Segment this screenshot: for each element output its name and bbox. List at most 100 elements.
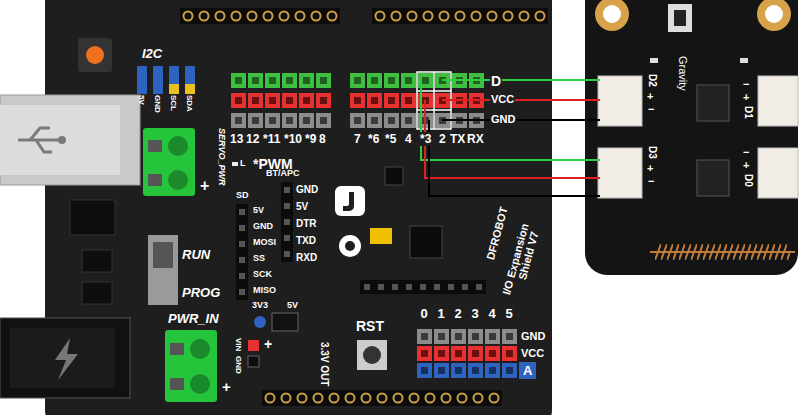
pin-number: 5 <box>505 306 512 322</box>
label-slot: 7 <box>354 132 361 146</box>
polarity-mark: + <box>647 162 653 175</box>
label-slot: 3V3 <box>252 300 268 311</box>
label-slot: *5 <box>385 132 396 146</box>
i2c-pin <box>137 66 147 94</box>
pin-number: 7 <box>354 132 361 146</box>
analog-pins <box>416 362 518 379</box>
label-slot: VCC <box>521 347 544 360</box>
port-label: D3 <box>646 146 658 159</box>
label-slot: SCL <box>168 95 178 111</box>
label-slot: VIN <box>233 338 243 351</box>
label-slot: SERVO_PWR <box>216 128 227 186</box>
logo-mark <box>343 192 354 211</box>
terminal-slot <box>148 174 162 186</box>
label-slot: SD <box>236 190 249 201</box>
label-slot: D1 <box>742 106 754 119</box>
polarity-mark: − <box>743 146 749 159</box>
button-cap <box>86 46 104 64</box>
label-slot: + <box>200 176 209 195</box>
pin-number: 8 <box>319 132 326 146</box>
button <box>78 38 112 72</box>
gear-icon <box>339 235 361 257</box>
jumper-label: 3V3 <box>252 300 268 311</box>
led <box>232 162 238 166</box>
pin-number: 3 <box>471 306 478 322</box>
gravity-connector <box>598 148 642 198</box>
label-slot: PWR_IN <box>168 311 219 327</box>
regulator <box>410 226 442 258</box>
pin-label: GND <box>152 95 162 113</box>
label-slot: RUN <box>182 247 210 263</box>
button-label: RST <box>356 318 384 335</box>
label-slot: SS <box>253 253 265 264</box>
reset-button <box>357 340 387 370</box>
row-label: VCC <box>490 93 515 106</box>
led-label: L <box>240 158 246 169</box>
power-wire <box>425 100 600 178</box>
label-slot: *9 <box>305 132 316 146</box>
led <box>740 58 748 63</box>
reset-cap <box>363 346 381 364</box>
chip <box>385 167 403 185</box>
jumper-pin <box>254 316 266 328</box>
label-slot: PROG <box>182 285 220 301</box>
terminal-slot <box>170 343 184 355</box>
pin-label: GND <box>253 221 273 232</box>
terminal-label: PWR_IN <box>168 311 219 327</box>
analog-tag <box>519 362 536 379</box>
pin-label: 5V <box>296 201 308 213</box>
pin-number: 4 <box>488 306 495 322</box>
label-slot: 4 <box>488 306 495 322</box>
module-button <box>668 4 692 32</box>
gnd-pin <box>248 356 259 367</box>
terminal-label: SERVO_PWR <box>216 128 227 186</box>
jumper <box>272 313 298 331</box>
pin-number: 12 <box>246 132 259 146</box>
label-slot: GND <box>233 356 243 374</box>
led <box>650 58 658 63</box>
pin-highlight <box>417 90 451 92</box>
gravity-connector <box>598 76 642 126</box>
row-label: GND <box>521 330 545 343</box>
label-slot: 2 <box>454 306 461 322</box>
label-slot: A <box>523 363 532 379</box>
module-button <box>674 10 686 26</box>
polarity-mark: − <box>648 175 654 188</box>
label-slot: I2C <box>142 46 162 62</box>
label-slot: − <box>648 175 654 188</box>
label-slot: MOSI <box>253 237 276 248</box>
power-jack-face <box>10 328 115 388</box>
module-board <box>585 0 798 275</box>
polarity-mark: − <box>648 103 654 116</box>
label-slot: 12 <box>246 132 259 146</box>
label-slot: + <box>647 162 653 175</box>
power-pins <box>230 92 332 109</box>
label-slot: 0 <box>420 306 427 322</box>
pin-number: *9 <box>305 132 316 146</box>
pin-label: DTR <box>296 218 317 230</box>
gravity-connector <box>758 76 798 126</box>
header-label: BT/APC <box>266 168 300 179</box>
logo <box>335 186 365 216</box>
row-label: D <box>490 73 502 90</box>
switch <box>148 235 178 305</box>
terminal-block <box>165 330 217 402</box>
label-slot: D <box>490 73 502 90</box>
mount-hole <box>757 0 791 31</box>
terminal-screw <box>190 339 210 359</box>
polarity-mark: + <box>264 336 272 353</box>
label-slot: 3 <box>471 306 478 322</box>
bus-label: I2C <box>142 46 162 62</box>
ground-wire <box>442 119 600 121</box>
power-jack <box>0 318 130 398</box>
label-slot: GND <box>296 184 318 196</box>
signal-pins <box>230 72 332 89</box>
label-slot: RST <box>356 318 384 335</box>
polarity-mark: + <box>743 91 749 104</box>
pin-number: 2 <box>454 306 461 322</box>
label-slot: TX <box>450 132 465 146</box>
label-slot: + <box>264 336 272 353</box>
label-slot: *3 <box>419 132 432 146</box>
label-slot: RXD <box>296 252 317 264</box>
